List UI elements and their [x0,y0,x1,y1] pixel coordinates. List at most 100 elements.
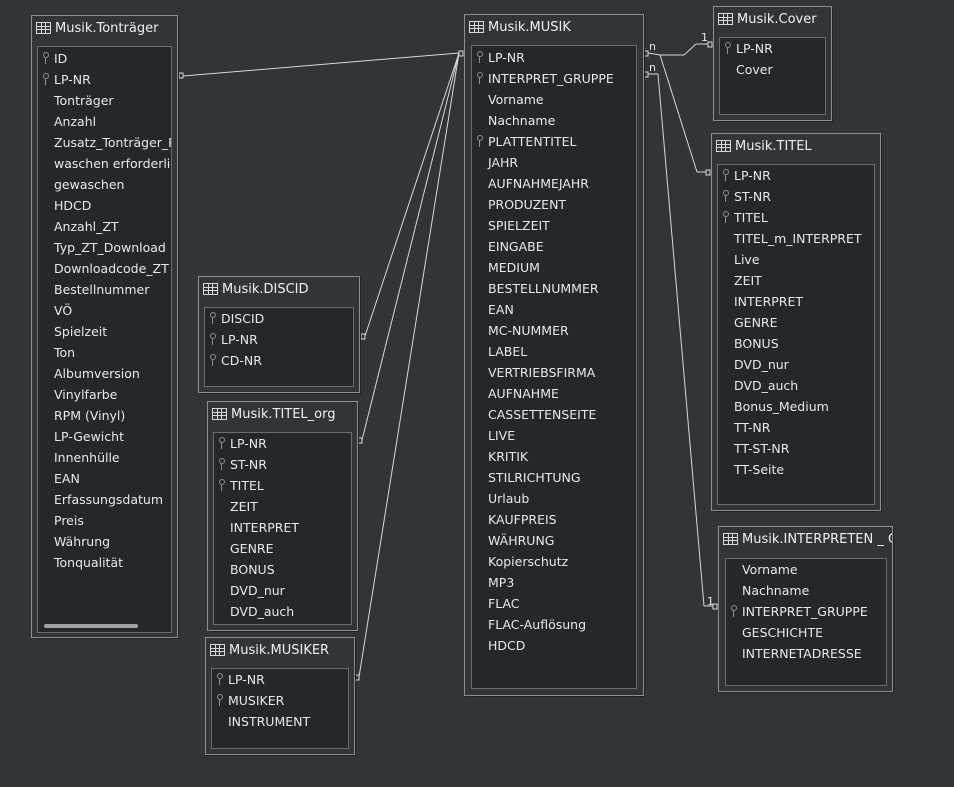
field-row[interactable]: AUFNAHMEJAHR [472,173,636,194]
field-row[interactable]: FLAC-Auflösung [472,614,636,635]
table-title-bar[interactable]: Musik.INTERPRETEN _ GRUPPEN [719,527,892,551]
field-row[interactable]: INTERNETADRESSE [726,643,886,664]
field-row[interactable]: LIVE [472,425,636,446]
field-row[interactable]: waschen erforderlich [38,153,171,174]
field-row[interactable]: MC-NUMMER [472,320,636,341]
relation-musik-cover[interactable] [647,52,661,56]
field-row[interactable]: Cover [720,59,825,80]
field-row[interactable]: WÄHRUNG [472,530,636,551]
field-row[interactable]: Vorname [726,559,886,580]
field-row[interactable]: CD-NR [205,350,353,371]
field-row[interactable]: EAN [472,299,636,320]
field-row[interactable]: ZEIT [214,496,351,517]
field-row[interactable]: DVD_nur [214,580,351,601]
horizontal-scrollbar[interactable] [38,620,171,632]
field-row[interactable]: Albumversion [38,363,171,384]
table-title-bar[interactable]: Musik.Cover [714,7,831,31]
field-row[interactable]: BONUS [718,333,874,354]
field-row[interactable]: Vinylfarbe [38,384,171,405]
field-row[interactable]: Anzahl [38,111,171,132]
field-row[interactable]: TT-ST-NR [718,438,874,459]
field-row[interactable]: VERTRIEBSFIRMA [472,362,636,383]
field-row[interactable]: EINGABE [472,236,636,257]
field-row[interactable]: LP-Gewicht [38,426,171,447]
field-row[interactable]: ST-NR [718,186,874,207]
field-row[interactable]: FLAC [472,593,636,614]
field-row[interactable]: Bestellnummer [38,279,171,300]
field-row[interactable]: PRODUZENT [472,194,636,215]
relation-titel-org-musik[interactable] [361,52,460,441]
field-row[interactable]: GENRE [718,312,874,333]
field-row[interactable]: TITEL [214,475,351,496]
field-row[interactable]: HDCD [472,635,636,656]
table-title-bar[interactable]: Musik.TITEL [712,134,880,158]
field-row[interactable]: LP-NR [720,38,825,59]
field-row[interactable]: EAN [38,468,171,489]
field-row[interactable]: Anzahl_ZT [38,216,171,237]
field-row[interactable]: INTERPRET_GRUPPE [726,601,886,622]
field-row[interactable]: INTERPRET_GRUPPE [472,68,636,89]
field-row[interactable]: KRITIK [472,446,636,467]
table-title-bar[interactable]: Musik.TITEL_org [208,402,357,426]
field-row[interactable]: DVD_nur [718,354,874,375]
field-row[interactable]: INTERPRET [718,291,874,312]
field-row[interactable]: LP-NR [214,433,351,454]
field-row[interactable]: Erfassungsdatum [38,489,171,510]
field-row[interactable]: RPM (Vinyl) [38,405,171,426]
field-row[interactable]: INTERPRET [214,517,351,538]
field-row[interactable]: Tonträger [38,90,171,111]
field-row[interactable]: TITEL_m_INTERPRET [718,228,874,249]
field-row[interactable]: VÖ [38,300,171,321]
field-row[interactable]: AUFNAHME [472,383,636,404]
field-row[interactable]: gewaschen [38,174,171,195]
field-row[interactable]: DVD_auch [718,375,874,396]
field-row[interactable]: MUSIKER [212,690,348,711]
relation-musik-interpreten[interactable] [657,73,705,607]
field-row[interactable]: GESCHICHTE [726,622,886,643]
field-row[interactable]: BONUS [214,559,351,580]
field-row[interactable]: BESTELLNUMMER [472,278,636,299]
field-row[interactable]: GENRE [214,538,351,559]
field-row[interactable]: Nachname [472,110,636,131]
field-row[interactable]: LABEL [472,341,636,362]
field-row[interactable]: MEDIUM [472,257,636,278]
field-row[interactable]: Urlaub [472,488,636,509]
field-row[interactable]: Preis [38,510,171,531]
field-row[interactable]: MP3 [472,572,636,593]
field-row[interactable]: Bonus_Medium [718,396,874,417]
field-row[interactable]: ID [38,48,171,69]
field-row[interactable]: LP-NR [38,69,171,90]
field-row[interactable]: JAHR [472,152,636,173]
table-title-bar[interactable]: Musik.MUSIKER [206,638,354,662]
field-row[interactable]: LP-NR [472,47,636,68]
table-title-bar[interactable]: Musik.Tonträger [32,16,177,40]
field-row[interactable]: Kopierschutz [472,551,636,572]
field-row[interactable]: PLATTENTITEL [472,131,636,152]
field-row[interactable]: STILRICHTUNG [472,467,636,488]
field-row[interactable]: TITEL [718,207,874,228]
field-row[interactable]: Spielzeit [38,321,171,342]
relation-tontraeger-musik[interactable] [182,52,460,77]
field-row[interactable]: TT-Seite [718,459,874,480]
field-row[interactable]: LP-NR [718,165,874,186]
field-row[interactable]: Live [718,249,874,270]
field-row[interactable]: DISCID [205,308,353,329]
field-row[interactable]: Innenhülle [38,447,171,468]
field-row[interactable]: Zusatz_Tonträger_P [38,132,171,153]
table-title-bar[interactable]: Musik.MUSIK [465,15,643,39]
table-window-interpreten[interactable]: Musik.INTERPRETEN _ GRUPPEN VornameNachn… [718,526,893,692]
field-row[interactable]: Ton [38,342,171,363]
field-row[interactable]: Währung [38,531,171,552]
field-row[interactable]: Vorname [472,89,636,110]
field-row[interactable]: SPIELZEIT [472,215,636,236]
